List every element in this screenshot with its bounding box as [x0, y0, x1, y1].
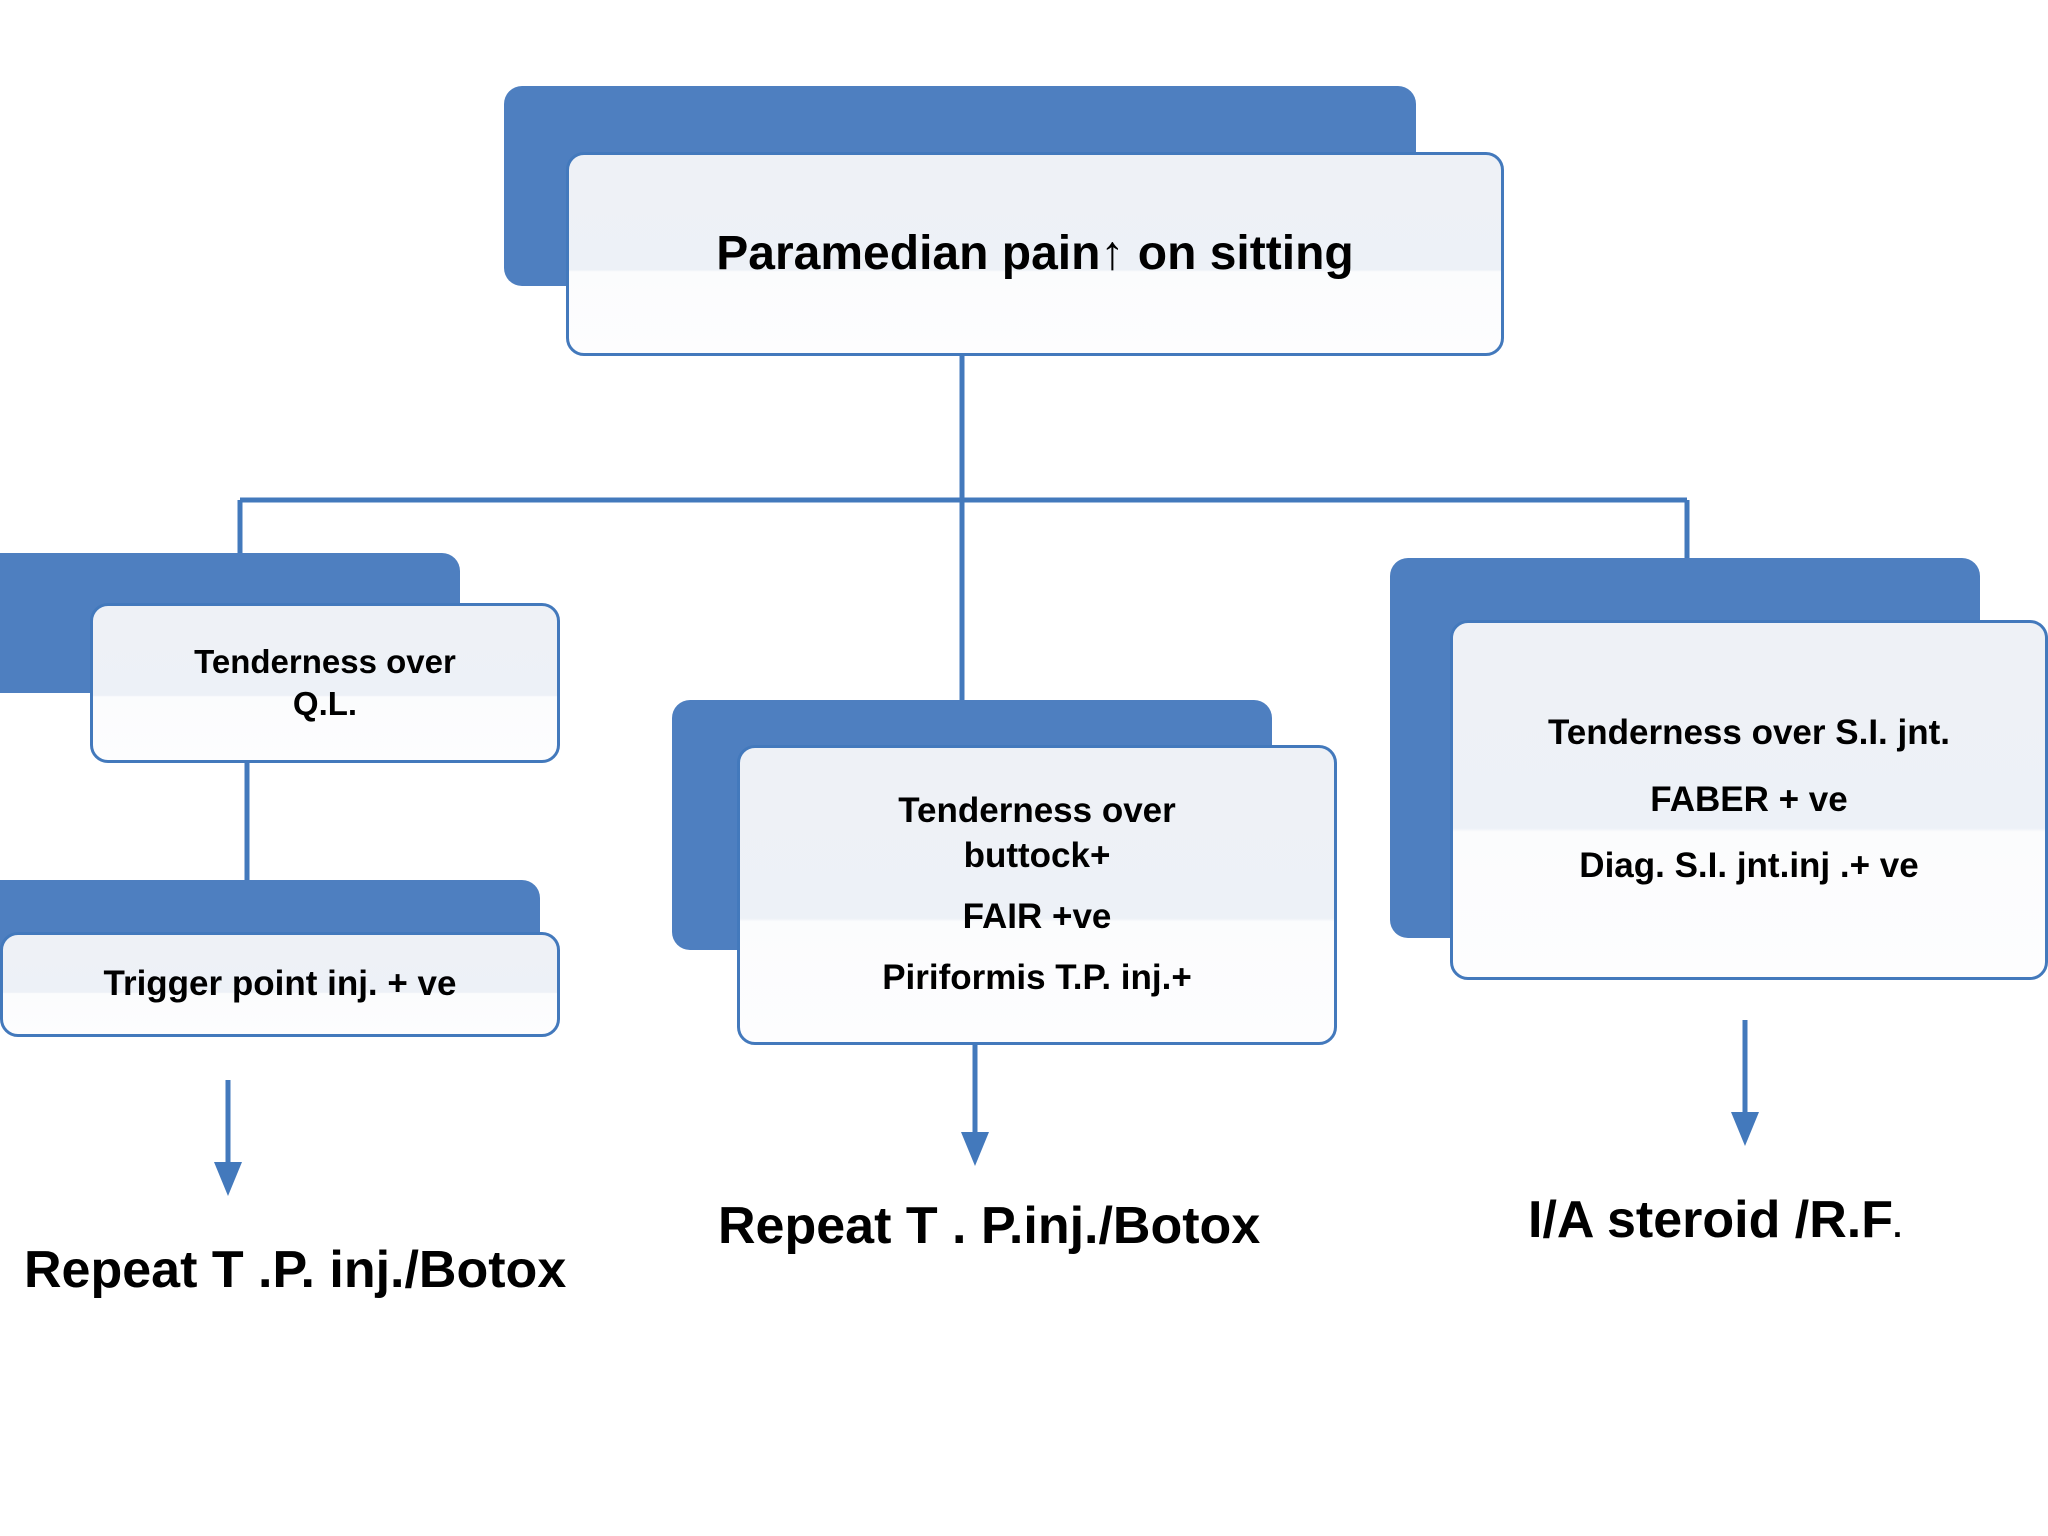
node-line: Q.L.	[292, 685, 358, 722]
node-line: Paramedian pain↑ on sitting	[716, 227, 1354, 281]
node-face: Trigger point inj. + ve	[0, 932, 560, 1037]
node-line: Diag. S.I. jnt.inj .+ ve	[1579, 846, 1919, 886]
node-line: Trigger point inj. + ve	[103, 964, 457, 1004]
ia-steroid-rf-label: I/A steroid /R.F.	[1528, 1190, 1902, 1250]
arrow-middle-head	[961, 1132, 989, 1166]
outcome-text-tail: .	[1893, 1208, 1902, 1244]
node-face: Paramedian pain↑ on sitting	[566, 152, 1504, 356]
outcome-text: Repeat T . P.inj./Botox	[718, 1197, 1261, 1255]
node-face: Tenderness over S.I. jnt. FABER + ve Dia…	[1450, 620, 2048, 980]
node-line: buttock+	[963, 836, 1111, 876]
node-face: Tenderness over Q.L.	[90, 603, 560, 763]
tenderness-ql-node[interactable]: Tenderness over Q.L.	[0, 553, 580, 763]
trigger-point-node[interactable]: Trigger point inj. + ve	[0, 880, 620, 1050]
tenderness-si-joint-node[interactable]: Tenderness over S.I. jnt. FABER + ve Dia…	[1390, 558, 2048, 988]
tenderness-buttock-node[interactable]: Tenderness over buttock+ FAIR +ve Pirifo…	[672, 700, 1337, 1050]
node-face: Tenderness over buttock+ FAIR +ve Pirifo…	[737, 745, 1337, 1045]
node-line: FAIR +ve	[962, 897, 1112, 936]
node-line: Tenderness over	[194, 642, 456, 680]
node-line: Tenderness over	[898, 791, 1176, 831]
node-line: Tenderness over S.I. jnt.	[1548, 712, 1950, 752]
outcome-text: I/A steroid /R.F	[1528, 1191, 1893, 1249]
repeat-tp-botox-middle-label: Repeat T . P.inj./Botox	[718, 1196, 1260, 1256]
node-line: FABER + ve	[1650, 779, 1848, 819]
node-line: Piriformis T.P. inj.+	[882, 957, 1192, 997]
arrow-left-head	[214, 1162, 242, 1196]
arrow-right-head	[1731, 1112, 1759, 1146]
outcome-text: Repeat T .P. inj./Botox	[24, 1241, 567, 1299]
paramedian-pain-node[interactable]: Paramedian pain↑ on sitting	[504, 86, 1504, 356]
repeat-tp-botox-left-label: Repeat T .P. inj./Botox	[24, 1240, 566, 1300]
